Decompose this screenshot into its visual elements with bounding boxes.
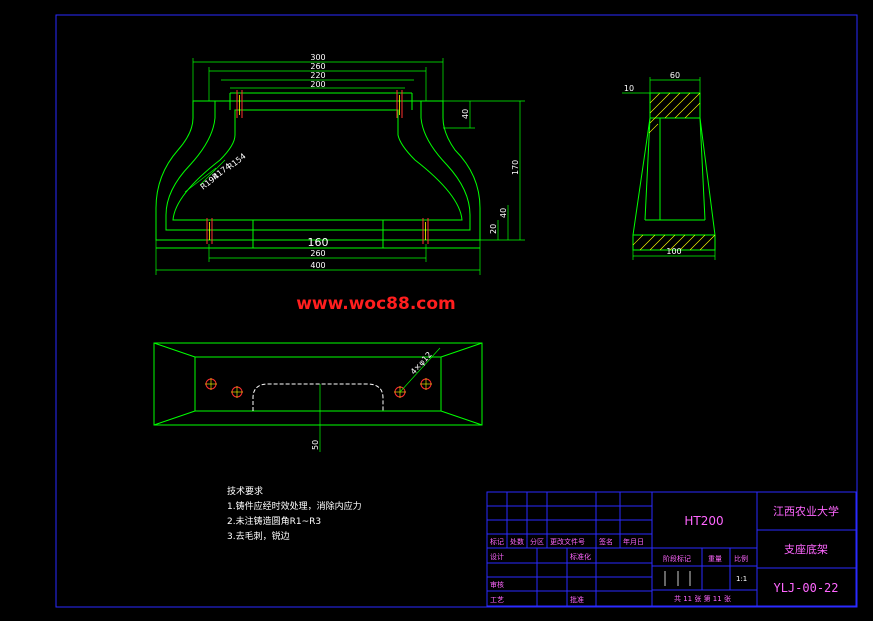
rev-header-file: 更改文件号 (550, 537, 585, 546)
rev-header-count: 处数 (510, 537, 524, 546)
dim-40-bottom: 40 (499, 208, 508, 218)
front-view-hole-marks (206, 90, 429, 244)
notes-item-1: 1.铸件应经时效处理，消除内应力 (227, 500, 362, 512)
dim-260-bottom: 260 (310, 249, 325, 258)
side-dim-100: 100 (666, 247, 681, 256)
rev-header-date: 年月日 (623, 537, 644, 546)
watermark: www.woc88.com (296, 294, 456, 314)
dim-400: 400 (310, 261, 325, 270)
plan-dim-50: 50 (311, 440, 320, 450)
dim-40-top: 40 (461, 109, 470, 119)
side-view-hatching (632, 92, 716, 251)
technical-notes: 技术要求 1.铸件应经时效处理，消除内应力 2.未注铸造圆角R1~R3 3.去毛… (227, 485, 362, 542)
scale-value: 1:1 (736, 575, 747, 583)
weight-label: 重量 (708, 555, 722, 563)
dim-220: 220 (310, 71, 325, 80)
role-approve: 批准 (570, 595, 584, 604)
scale-label: 比例 (734, 554, 748, 563)
drawing-number: YLJ-00-22 (773, 581, 838, 595)
dim-160: 160 (308, 236, 329, 249)
dim-260-top: 260 (310, 62, 325, 71)
material-label: HT200 (684, 514, 723, 528)
notes-item-3: 3.去毛刺，锐边 (227, 530, 290, 542)
side-dim-60: 60 (670, 71, 680, 80)
rev-header-mark: 标记 (490, 537, 504, 546)
front-view-dimensions (155, 58, 525, 275)
notes-item-2: 2.未注铸造圆角R1~R3 (227, 515, 321, 527)
stage-label: 阶段标记 (663, 554, 691, 563)
role-design: 设计 (490, 552, 504, 561)
role-process: 工艺 (490, 596, 504, 604)
rev-header-sign: 签名 (599, 537, 613, 546)
title-block (486, 491, 857, 607)
dim-170: 170 (511, 160, 520, 175)
side-dim-10: 10 (624, 84, 634, 93)
school-name: 江西农业大学 (773, 504, 839, 518)
rev-header-zone: 分区 (530, 537, 544, 546)
plan-view (153, 342, 483, 426)
notes-heading: 技术要求 (227, 485, 263, 497)
role-review: 审核 (490, 580, 504, 589)
dim-300: 300 (310, 53, 325, 62)
part-name: 支座底架 (784, 542, 828, 556)
drawing-frame (55, 14, 858, 608)
plan-view-slot (252, 383, 384, 411)
dim-20: 20 (489, 224, 498, 234)
sheet-info: 共 11 张 第 11 张 (674, 594, 731, 603)
dim-200: 200 (310, 80, 325, 89)
role-standard: 标准化 (570, 552, 591, 561)
